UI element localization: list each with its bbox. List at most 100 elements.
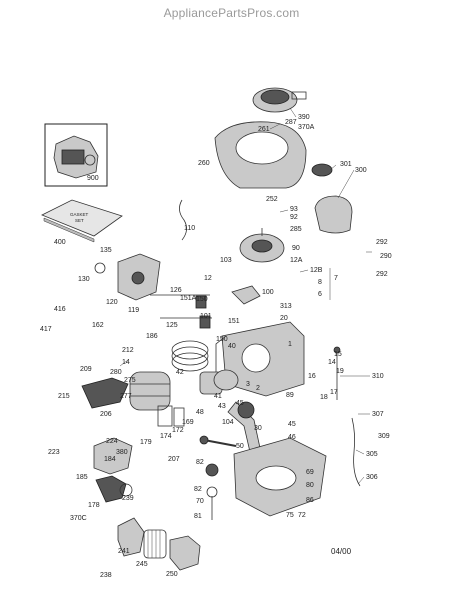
- part-label-42: 42: [176, 369, 184, 376]
- wire-110[interactable]: [179, 199, 187, 241]
- part-label-12B: 12B: [310, 267, 323, 274]
- air-cleaner-base[interactable]: [117, 517, 145, 557]
- carburetor-body[interactable]: [117, 253, 161, 301]
- flywheel[interactable]: [239, 228, 285, 263]
- part-label-313: 313: [280, 303, 292, 310]
- part-label-151: 151: [228, 318, 240, 325]
- part-label-223: 223: [48, 449, 60, 456]
- part-label-206: 206: [100, 411, 112, 418]
- part-label-280: 280: [110, 369, 122, 376]
- part-label-70: 70: [196, 498, 204, 505]
- part-label-184: 184: [104, 456, 116, 463]
- gasket-set[interactable]: GASKET SET 400: [41, 199, 123, 246]
- part-label-275: 275: [124, 377, 136, 384]
- cylinder-block[interactable]: [215, 321, 305, 397]
- part-label-82b: 82: [194, 486, 202, 493]
- part-label-290: 290: [380, 253, 392, 260]
- part-label-261: 261: [258, 126, 270, 133]
- part-label-130: 130: [78, 276, 90, 283]
- engine-inset[interactable]: 900: [44, 123, 108, 187]
- part-label-72: 72: [298, 512, 306, 519]
- part-label-209: 209: [80, 366, 92, 373]
- part-label-48: 48: [196, 409, 204, 416]
- valve-springs[interactable]: [150, 294, 212, 329]
- engine-sump[interactable]: [233, 437, 327, 517]
- part-label-292a: 292: [376, 239, 388, 246]
- part-label-92: 92: [290, 214, 298, 221]
- part-label-40: 40: [228, 343, 236, 350]
- part-label-86: 86: [306, 497, 314, 504]
- carburetor-assembly[interactable]: [93, 437, 133, 503]
- part-label-50: 50: [236, 443, 244, 450]
- part-label-224: 224: [106, 438, 118, 445]
- piston-rings[interactable]: [171, 340, 209, 372]
- governor-gear[interactable]: [205, 463, 219, 520]
- part-label-75: 75: [286, 512, 294, 519]
- part-label-126: 126: [170, 287, 182, 294]
- part-label-245: 245: [136, 561, 148, 568]
- part-label-30: 30: [254, 425, 262, 432]
- part-label-416: 416: [54, 306, 66, 313]
- part-label-12: 12: [204, 275, 212, 282]
- part-label-17: 17: [330, 389, 338, 396]
- camshaft[interactable]: [199, 435, 237, 447]
- part-label-80: 80: [306, 482, 314, 489]
- dipstick-tube[interactable]: [351, 417, 361, 487]
- fuel-tank[interactable]: [314, 195, 353, 234]
- part-label-18: 18: [320, 394, 328, 401]
- ignition-coil[interactable]: [231, 285, 261, 305]
- part-label-185: 185: [76, 474, 88, 481]
- part-label-100: 100: [262, 289, 274, 296]
- part-label-380: 380: [116, 449, 128, 456]
- part-label-82a: 82: [196, 459, 204, 466]
- part-label-45a: 45: [236, 400, 244, 407]
- part-label-186: 186: [146, 333, 158, 340]
- part-label-150b: 150: [216, 336, 228, 343]
- part-label-260: 260: [198, 160, 210, 167]
- part-label-2: 2: [256, 385, 260, 392]
- leader-lines: [119, 107, 372, 485]
- recoil-starter[interactable]: [252, 87, 307, 113]
- part-label-104: 104: [222, 419, 234, 426]
- part-label-417: 417: [40, 326, 52, 333]
- part-label-110: 110: [184, 225, 195, 232]
- part-label-69: 69: [306, 469, 314, 476]
- muffler[interactable]: [129, 371, 171, 411]
- part-label-151A: 151A: [180, 295, 197, 302]
- part-label-119: 119: [128, 307, 139, 314]
- air-filter[interactable]: [143, 529, 167, 559]
- part-label-14a: 14: [122, 359, 130, 366]
- part-label-207: 207: [168, 456, 180, 463]
- part-label-101: 101: [200, 313, 212, 320]
- part-label-305: 305: [366, 451, 378, 458]
- dipstick[interactable]: [333, 346, 341, 400]
- part-label-8: 8: [318, 279, 322, 286]
- part-label-390: 390: [298, 114, 310, 121]
- throttle-plate[interactable]: [94, 262, 106, 274]
- site-watermark: AppliancePartsPros.com: [163, 6, 300, 20]
- part-label-277: 277: [120, 393, 132, 400]
- part-label-12A: 12A: [290, 257, 303, 264]
- part-label-14b: 14: [328, 359, 336, 366]
- part-label-900: 900: [87, 175, 99, 182]
- connecting-rod[interactable]: [213, 369, 239, 391]
- part-label-135: 135: [100, 247, 112, 254]
- crankshaft[interactable]: [227, 401, 261, 453]
- part-label-178: 178: [88, 502, 100, 509]
- part-label-20: 20: [280, 315, 288, 322]
- blower-housing[interactable]: [214, 121, 307, 189]
- part-label-400: 400: [54, 239, 66, 246]
- part-label-45b: 45: [288, 421, 296, 428]
- part-label-238: 238: [100, 572, 112, 579]
- part-label-252: 252: [266, 196, 278, 203]
- intake-gaskets[interactable]: [157, 405, 185, 427]
- part-label-309: 309: [378, 433, 390, 440]
- part-label-120: 120: [106, 299, 118, 306]
- control-bracket[interactable]: [81, 377, 129, 409]
- air-cleaner-cover[interactable]: [169, 535, 201, 571]
- part-label-172: 172: [172, 427, 184, 434]
- part-label-241: 241: [118, 548, 130, 555]
- fuel-cap[interactable]: [311, 163, 333, 177]
- part-label-179: 179: [140, 439, 152, 446]
